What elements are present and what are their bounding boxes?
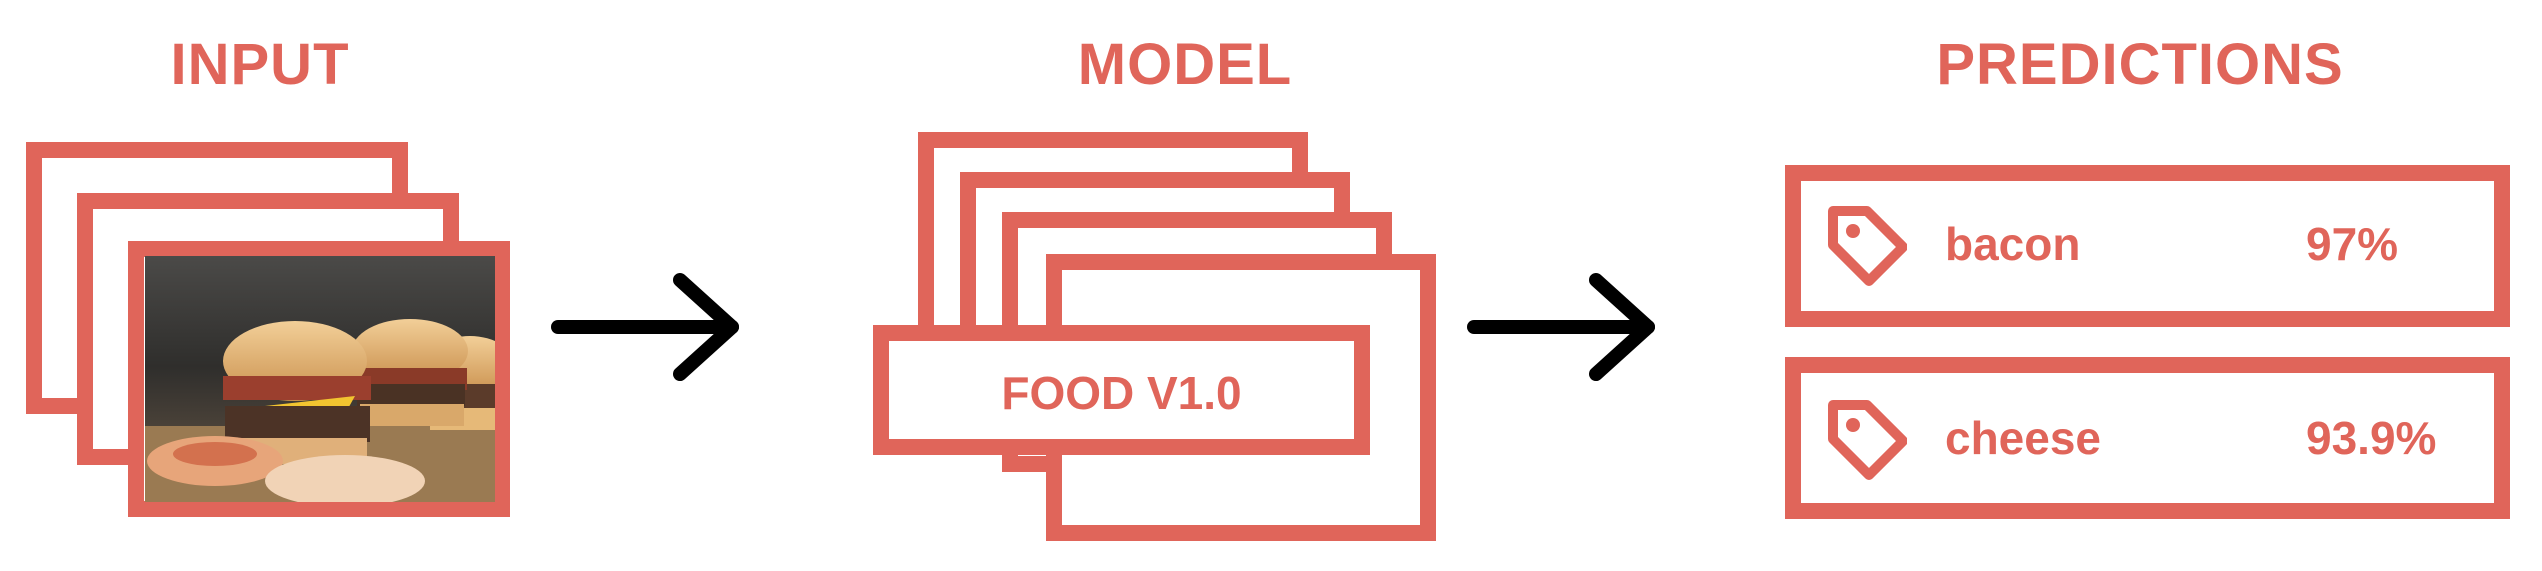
tag-icon xyxy=(1828,206,1907,286)
prediction-box-bacon xyxy=(1785,165,2510,327)
prediction-label: bacon xyxy=(1945,218,2081,270)
arrow-input-to-model xyxy=(551,273,739,381)
model-title: MODEL xyxy=(1077,32,1293,97)
model-label-box xyxy=(873,325,1370,455)
model-label: FOOD V1.0 xyxy=(1001,367,1242,419)
burger-photo xyxy=(145,256,495,502)
prediction-label: cheese xyxy=(1945,412,2102,464)
prediction-score: 93.9% xyxy=(2306,412,2437,464)
input-title: INPUT xyxy=(170,32,350,97)
arrow-model-to-predictions xyxy=(1467,273,1655,381)
input-image xyxy=(145,256,495,502)
predictions-title: PREDICTIONS xyxy=(1936,32,2344,97)
prediction-score: 97% xyxy=(2306,218,2399,270)
tag-icon xyxy=(1828,400,1907,480)
